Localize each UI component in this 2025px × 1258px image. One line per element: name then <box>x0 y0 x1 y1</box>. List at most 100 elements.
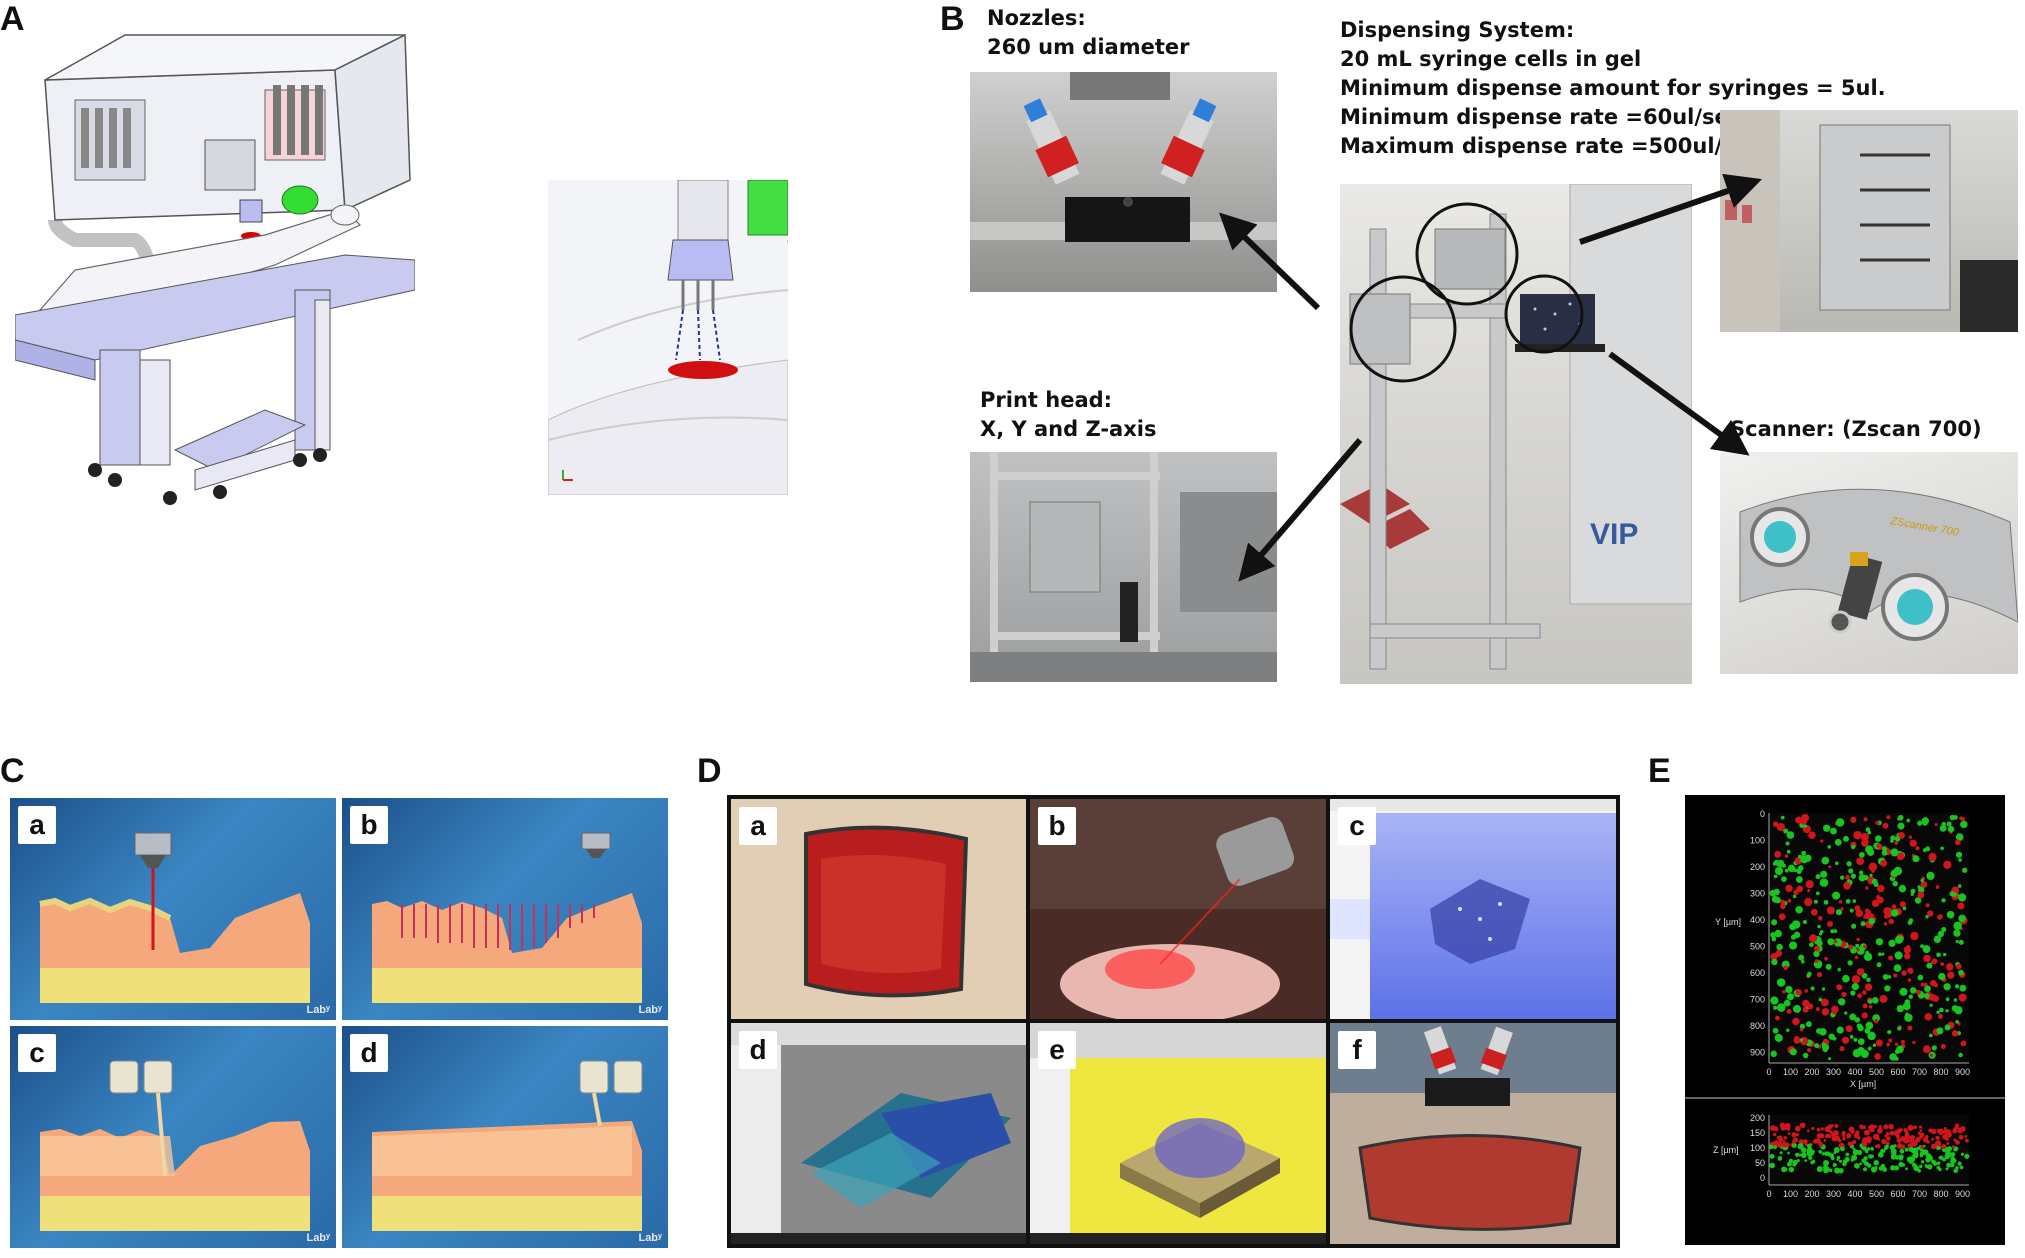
fluorescence-cell <box>1834 1135 1841 1142</box>
fluorescence-cell <box>1846 861 1852 867</box>
fluorescence-cell <box>1780 903 1786 910</box>
fluorescence-cell <box>1952 1128 1958 1134</box>
fluorescence-cell <box>1836 1155 1841 1160</box>
fluorescence-cell <box>1858 852 1865 858</box>
fluorescence-cell <box>1824 956 1828 961</box>
fluorescence-cell <box>1903 946 1912 954</box>
fluorescence-cell <box>1897 822 1905 830</box>
fluorescence-cell <box>1920 1145 1925 1149</box>
fluorescence-cell <box>1902 1002 1911 1011</box>
fluorescence-cell <box>1851 1154 1858 1161</box>
fluorescence-cell <box>1793 1004 1802 1013</box>
fluorescence-cell <box>1774 897 1779 902</box>
fluorescence-cell <box>1849 908 1854 913</box>
fluorescence-cell <box>1894 1155 1900 1160</box>
z-tick-label: 100 <box>1750 1143 1765 1153</box>
watermark: Labʸ <box>638 1232 662 1244</box>
fluorescence-cell <box>1791 1143 1797 1149</box>
panel-d-tile-d: d <box>731 1023 1026 1244</box>
fluorescence-cell <box>1850 873 1857 879</box>
dispensing-min-rate: Minimum dispense rate =60ul/sec. <box>1340 105 1750 129</box>
fluorescence-cell <box>1776 823 1785 832</box>
fluorescence-cell <box>1868 862 1878 872</box>
fluorescence-cell <box>1816 891 1820 896</box>
fluorescence-cell <box>1821 987 1826 991</box>
fluorescence-cell <box>1847 1141 1853 1147</box>
fluorescence-cell <box>1890 839 1894 843</box>
fluorescence-cell <box>1931 1137 1934 1141</box>
fluorescence-cell <box>1858 874 1866 882</box>
fluorescence-cell <box>1849 1034 1854 1039</box>
x-axis-label: X [µm] <box>1850 1079 1876 1089</box>
fluorescence-cell <box>1940 1043 1946 1049</box>
fluorescence-cell <box>1890 835 1896 841</box>
fluorescence-cell <box>1785 841 1790 846</box>
fluorescence-cell <box>1863 1161 1869 1167</box>
fluorescence-cell <box>1910 931 1919 941</box>
fluorescence-cell <box>1881 849 1888 856</box>
fluorescence-cell <box>1957 902 1965 910</box>
z-tick-label: 0 <box>1760 1173 1765 1183</box>
fluorescence-cell <box>1810 986 1815 991</box>
fluorescence-cell <box>1905 1167 1909 1171</box>
fluorescence-cell <box>1863 952 1873 962</box>
fluorescence-cell <box>1835 909 1843 916</box>
fluorescence-cell <box>1818 997 1823 1002</box>
fluorescence-cell <box>1879 994 1888 1003</box>
print-head-photo <box>970 452 1277 682</box>
panel-label-c: C <box>0 752 25 790</box>
x-tick-label: 400 <box>1847 1189 1862 1199</box>
y-tick-label: 0 <box>1760 809 1765 819</box>
fluorescence-cell <box>1891 1150 1897 1157</box>
fluorescence-cell <box>1805 1021 1812 1028</box>
fluorescence-cell <box>1845 875 1850 880</box>
fluorescence-cell <box>1819 1028 1827 1036</box>
fluorescence-cell <box>1909 987 1917 994</box>
fluorescence-cell <box>1865 1021 1874 1030</box>
fluorescence-cell <box>1800 855 1809 864</box>
fluorescence-cell <box>1826 906 1835 915</box>
fluorescence-cell <box>1783 999 1791 1007</box>
fluorescence-cell <box>1855 909 1864 918</box>
fluorescence-cell <box>1864 1149 1869 1154</box>
panel-d-grid: a b c <box>727 795 1620 1248</box>
fluorescence-cell <box>1816 1133 1822 1139</box>
y-axis-label: Y [µm] <box>1715 917 1741 927</box>
fluorescence-cell <box>1845 898 1851 904</box>
fluorescence-cell <box>1953 998 1958 1002</box>
fluorescence-cell <box>1946 1151 1952 1157</box>
fluorescence-cell <box>1922 1149 1926 1152</box>
y-tick-label: 200 <box>1750 862 1765 872</box>
fluorescence-cell <box>1801 959 1805 964</box>
fluorescence-cell <box>1917 1168 1921 1173</box>
dispensing-system-photo <box>1720 110 2018 332</box>
fluorescence-cell <box>1782 989 1786 994</box>
fluorescence-cell <box>1915 1137 1921 1143</box>
fluorescence-cell <box>1871 997 1879 1004</box>
fluorescence-cell <box>1844 1011 1848 1015</box>
fluorescence-cell <box>1845 1152 1850 1157</box>
fluorescence-cell <box>1959 984 1967 992</box>
tile-letter: c <box>18 1034 56 1072</box>
fluorescence-cell <box>1896 852 1905 861</box>
x-tick-label: 800 <box>1933 1067 1948 1077</box>
fluorescence-cell <box>1955 1019 1960 1024</box>
print-head-annotation: Print head: X, Y and Z-axis <box>980 386 1156 444</box>
fluorescence-cell <box>1958 858 1962 862</box>
fluorescence-cell <box>1883 922 1888 926</box>
fluorescence-cell <box>1798 954 1805 961</box>
fluorescence-cell <box>1802 919 1808 925</box>
fluorescence-cell <box>1891 904 1897 910</box>
fluorescence-cell <box>1777 1135 1783 1140</box>
fluorescence-cell <box>1855 943 1860 948</box>
fluorescence-cell <box>1951 1030 1959 1037</box>
fluorescence-cell <box>1945 997 1950 1002</box>
fluorescence-cell <box>1773 1005 1778 1010</box>
fluorescence-cell <box>1908 835 1913 839</box>
fluorescence-cell <box>1953 1168 1959 1174</box>
fluorescence-cell <box>1840 1146 1845 1152</box>
fluorescence-cell <box>1782 1142 1788 1148</box>
fluorescence-cell <box>1832 1036 1837 1041</box>
fluorescence-cell <box>1926 962 1933 969</box>
fluorescence-cell <box>1815 1007 1820 1012</box>
